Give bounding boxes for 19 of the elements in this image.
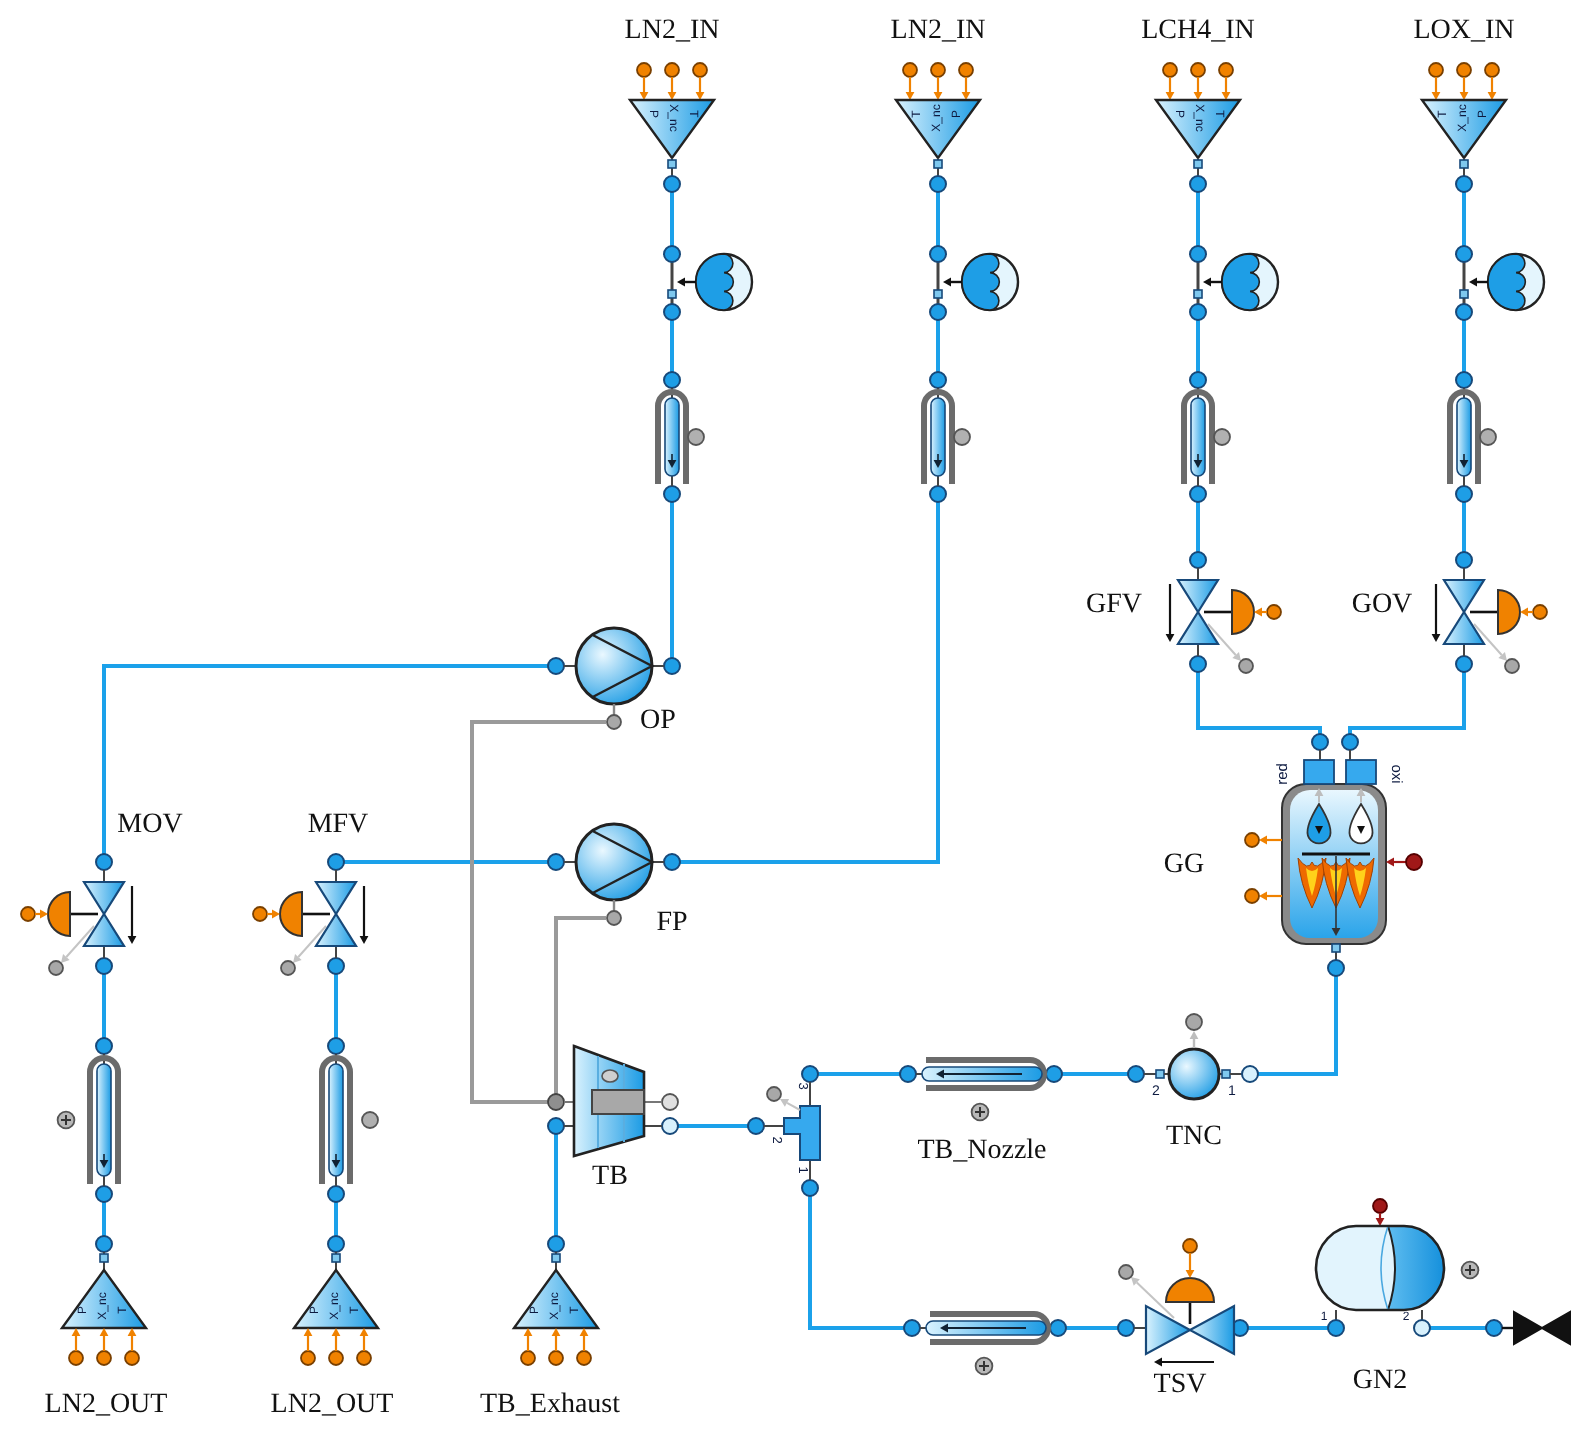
component-label: TSV — [1153, 1372, 1207, 1400]
component-label: LN2_IN — [890, 18, 986, 46]
component-label: LN2_IN — [624, 18, 720, 46]
component-label: MOV — [117, 812, 183, 840]
component-label: TB — [592, 1164, 628, 1192]
component-label: GOV — [1351, 592, 1413, 620]
component-label: LN2_OUT — [44, 1392, 168, 1420]
component-label: TNC — [1166, 1124, 1222, 1152]
component-label: MFV — [307, 812, 369, 840]
component-label: LN2_OUT — [270, 1392, 394, 1420]
component-label: TB_Nozzle — [917, 1138, 1047, 1166]
component-label: LCH4_IN — [1141, 18, 1255, 46]
component-label: OP — [640, 708, 676, 736]
component-label: GN2 — [1352, 1368, 1408, 1396]
component-label: TB_Exhaust — [480, 1392, 620, 1420]
component-label: LOX_IN — [1413, 18, 1515, 46]
component-label: GFV — [1086, 592, 1142, 620]
component-label: GG — [1163, 852, 1205, 880]
component-label: FP — [656, 910, 688, 938]
